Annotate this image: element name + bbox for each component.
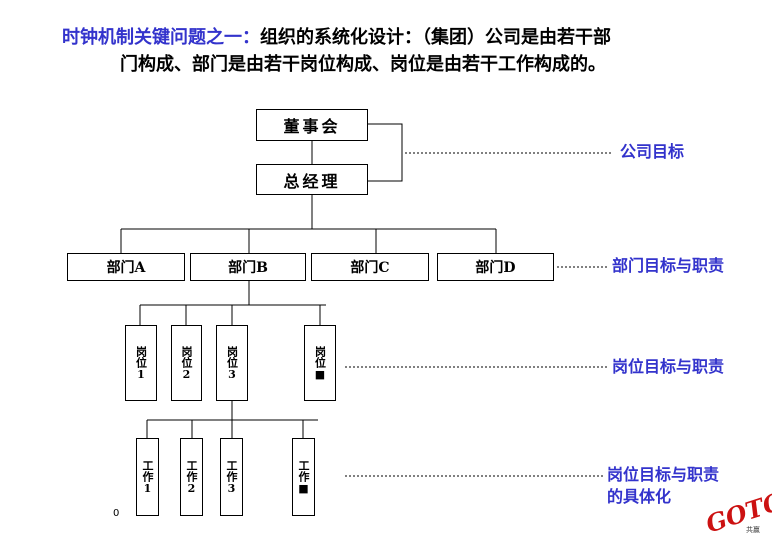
dept-label: 部门C — [350, 260, 390, 276]
task-goal-label: 岗位目标与职责 的具体化 — [607, 464, 719, 508]
page-title: 时钟机制关键问题之一：组织的系统化设计：（集团）公司是由若干部 门构成、部门是由… — [62, 24, 752, 78]
dept-box-b: 部门B — [190, 253, 306, 281]
task-box-n: 工作■ — [292, 438, 315, 516]
position-box-n: 岗位■ — [304, 325, 336, 401]
logo-mark: GOTO — [702, 492, 772, 538]
board-label: 董事会 — [283, 117, 341, 136]
dept-box-d: 部门D — [437, 253, 554, 281]
task-label: 工作2 — [185, 459, 198, 495]
position-label: 岗位■ — [313, 345, 327, 381]
position-box-3: 岗位3 — [216, 325, 248, 401]
dept-box-c: 部门C — [311, 253, 429, 281]
dept-goal-label: 部门目标与职责 — [612, 256, 725, 275]
general-manager-label: 总经理 — [283, 171, 341, 191]
task-label: 工作■ — [297, 459, 310, 495]
title-lead: 时钟机制关键问题之一： — [62, 27, 260, 48]
page-number: 0 — [113, 508, 120, 519]
goto-logo: GOTO 共赢 — [702, 492, 772, 538]
dept-label: 部门A — [106, 260, 146, 276]
task-label: 工作3 — [225, 459, 238, 495]
position-box-2: 岗位2 — [171, 325, 202, 401]
task-label: 工作1 — [141, 459, 154, 495]
dept-box-a: 部门A — [67, 253, 185, 281]
position-label: 岗位1 — [134, 345, 148, 381]
task-goal-label-line1: 岗位目标与职责 — [607, 465, 720, 484]
task-box-2: 工作2 — [180, 438, 203, 516]
dept-label: 部门B — [228, 260, 268, 276]
task-goal-label-line2: 的具体化 — [607, 487, 672, 506]
task-box-3: 工作3 — [220, 438, 243, 516]
logo-caption: 共赢 — [746, 525, 760, 534]
title-body: 组织的系统化设计：（集团）公司是由若干部 — [260, 27, 611, 48]
general-manager-box: 总经理 — [256, 164, 368, 195]
task-box-1: 工作1 — [136, 438, 159, 516]
dept-label: 部门D — [475, 260, 516, 276]
position-label: 岗位2 — [180, 345, 193, 381]
position-goal-label: 岗位目标与职责 — [612, 357, 725, 376]
company-goal-label: 公司目标 — [620, 142, 685, 161]
position-box-1: 岗位1 — [125, 325, 157, 401]
title-line2: 门构成、部门是由若干岗位构成、岗位是由若干工作构成的。 — [120, 54, 606, 75]
board-box: 董事会 — [256, 109, 368, 141]
position-label: 岗位3 — [225, 345, 239, 381]
